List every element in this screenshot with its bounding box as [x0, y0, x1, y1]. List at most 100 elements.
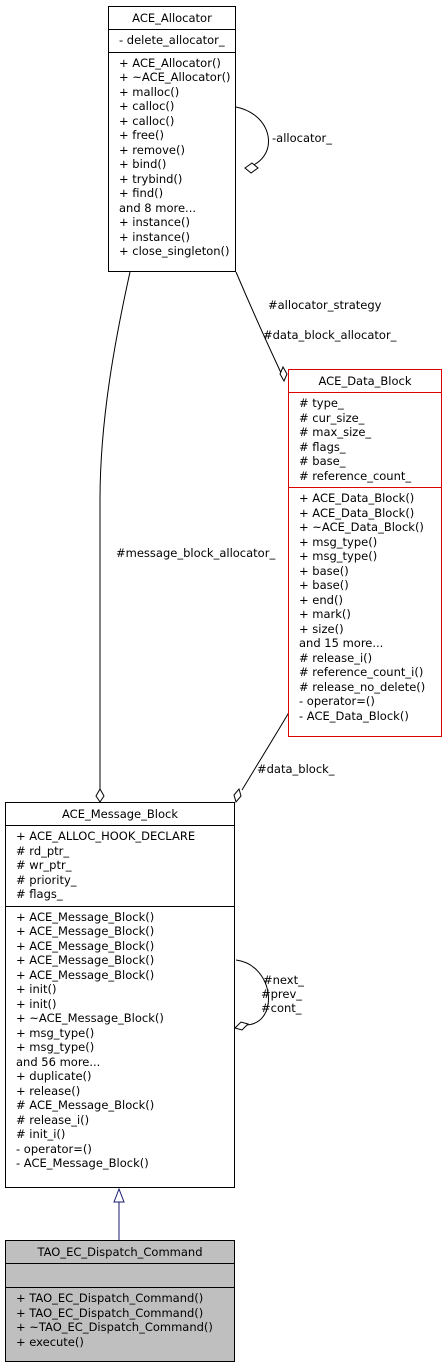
class-ace-message-block[interactable]: ACE_Message_Block + ACE_ALLOC_HOOK_DECLA…	[5, 802, 235, 1188]
member-row: + msg_type()	[16, 1025, 95, 1040]
class-title: ACE_Data_Block	[318, 374, 412, 388]
member-row: # init_i()	[16, 1127, 66, 1141]
class-title: TAO_EC_Dispatch_Command	[37, 1245, 203, 1259]
attributes-section	[6, 1263, 234, 1287]
methods-section: + ACE_Data_Block()+ ACE_Data_Block()+ ~A…	[289, 487, 441, 727]
class-ace-data-block[interactable]: ACE_Data_Block # type_# cur_size_# max_s…	[288, 369, 442, 737]
member-row: # priority_	[16, 872, 77, 887]
member-row: + ~ACE_Data_Block()	[299, 520, 424, 534]
member-row: + msg_type()	[299, 534, 378, 549]
aggregation-diamond-data-block	[279, 365, 288, 383]
member-row: + free()	[119, 128, 164, 142]
member-row: + ~ACE_Allocator()	[119, 70, 231, 84]
label-allocator-self: -allocator_	[272, 131, 333, 145]
attributes-section: - delete_allocator_	[109, 29, 235, 52]
member-row: + ACE_Allocator()	[119, 55, 221, 70]
aggregation-diamond-data-block-member	[233, 787, 242, 804]
member-row: # max_size_	[299, 425, 372, 439]
inheritance-arrowhead	[113, 1187, 125, 1203]
member-row: + base()	[299, 578, 349, 592]
member-row: + ACE_ALLOC_HOOK_DECLARE	[16, 829, 196, 843]
member-row: + TAO_EC_Dispatch_Command()	[16, 1305, 204, 1320]
member-row: - operator=()	[16, 1141, 92, 1156]
aggregation-diamond-allocator-self	[244, 162, 259, 174]
member-row: + duplicate()	[16, 1069, 92, 1083]
member-row: + malloc()	[119, 84, 180, 99]
methods-section: + ACE_Message_Block()+ ACE_Message_Block…	[6, 905, 234, 1175]
member-row: # flags_	[16, 887, 63, 901]
class-title: ACE_Allocator	[132, 11, 212, 25]
member-row: + ACE_Message_Block()	[16, 938, 155, 953]
member-row: + ACE_Message_Block()	[16, 924, 155, 938]
member-row: # reference_count_	[299, 468, 412, 483]
member-row: + mark()	[299, 607, 351, 621]
member-row: + msg_type()	[16, 1040, 95, 1054]
edge-allocator-data-block	[235, 271, 283, 376]
label-prev: #prev_	[261, 987, 303, 1001]
aggregation-diamond-message-block-allocator	[95, 787, 105, 803]
label-message-block-allocator: #message_block_allocator_	[116, 546, 276, 560]
member-row: - delete_allocator_	[119, 33, 225, 47]
member-row: + end()	[299, 592, 343, 607]
edge-allocator-message-block	[99, 271, 131, 790]
class-title: ACE_Message_Block	[62, 807, 178, 821]
edge-allocator-self	[235, 106, 269, 169]
member-row: + ACE_Message_Block()	[16, 909, 155, 924]
member-row: - ACE_Data_Block()	[299, 708, 409, 723]
member-row: + ACE_Message_Block()	[16, 967, 155, 982]
member-row: + msg_type()	[299, 549, 378, 563]
member-row: + init()	[16, 982, 57, 996]
label-allocator-strategy: #allocator_strategy	[268, 298, 382, 312]
member-row: + init()	[16, 996, 57, 1011]
member-row: + ACE_Data_Block()	[299, 505, 415, 520]
methods-section: + TAO_EC_Dispatch_Command()+ TAO_EC_Disp…	[6, 1287, 234, 1353]
member-row: + close_singleton()	[119, 244, 230, 258]
member-row: # ACE_Message_Block()	[16, 1098, 155, 1112]
member-row: # release_no_delete()	[299, 679, 426, 694]
member-row: + bind()	[119, 157, 167, 171]
attributes-section: + ACE_ALLOC_HOOK_DECLARE# rd_ptr_# wr_pt…	[6, 825, 234, 906]
member-row: - operator=()	[299, 694, 375, 708]
edge-message-block-self	[235, 959, 269, 1026]
member-row: # wr_ptr_	[16, 858, 72, 872]
member-row: and 8 more...	[119, 200, 197, 215]
member-row: # rd_ptr_	[16, 843, 70, 858]
member-row: + calloc()	[119, 99, 175, 113]
member-row: + find()	[119, 186, 164, 200]
member-row: + execute()	[16, 1334, 84, 1349]
member-row: + size()	[299, 621, 344, 636]
member-row: + instance()	[119, 215, 190, 229]
label-data-block: #data_block_	[257, 762, 335, 776]
member-row: and 56 more...	[16, 1054, 101, 1069]
member-row: # reference_count_i()	[299, 665, 424, 679]
label-cont: #cont_	[261, 1001, 302, 1015]
member-row: # release_i()	[16, 1112, 90, 1127]
class-tao-ec-dispatch-command[interactable]: TAO_EC_Dispatch_Command + TAO_EC_Dispatc…	[5, 1240, 235, 1362]
methods-section: + ACE_Allocator()+ ~ACE_Allocator()+ mal…	[109, 51, 235, 263]
member-row: + trybind()	[119, 171, 183, 186]
member-row: and 15 more...	[299, 636, 384, 650]
member-row: + calloc()	[119, 113, 175, 128]
member-row: # base_	[299, 454, 346, 468]
member-row: + ACE_Message_Block()	[16, 953, 155, 967]
member-row: + ~TAO_EC_Dispatch_Command()	[16, 1320, 213, 1334]
class-ace-allocator[interactable]: ACE_Allocator - delete_allocator_ + ACE_…	[108, 6, 236, 272]
member-row: # release_i()	[299, 650, 373, 665]
member-row: + ~ACE_Message_Block()	[16, 1011, 164, 1025]
member-row: + ACE_Data_Block()	[299, 491, 415, 505]
attributes-section: # type_# cur_size_# max_size_# flags_# b…	[289, 392, 441, 487]
member-row: + release()	[16, 1083, 81, 1098]
member-row: + base()	[299, 563, 349, 578]
member-row: + remove()	[119, 142, 185, 157]
member-row: + instance()	[119, 229, 190, 244]
member-row: - ACE_Message_Block()	[16, 1156, 149, 1170]
member-row: + TAO_EC_Dispatch_Command()	[16, 1291, 204, 1305]
member-row: # flags_	[299, 439, 346, 454]
member-row: # type_	[299, 396, 344, 410]
member-row: # cur_size_	[299, 410, 365, 425]
label-next: #next_	[263, 973, 304, 987]
label-data-block-allocator: #data_block_allocator_	[263, 328, 397, 342]
aggregation-diamond-message-block-self	[234, 1021, 249, 1031]
